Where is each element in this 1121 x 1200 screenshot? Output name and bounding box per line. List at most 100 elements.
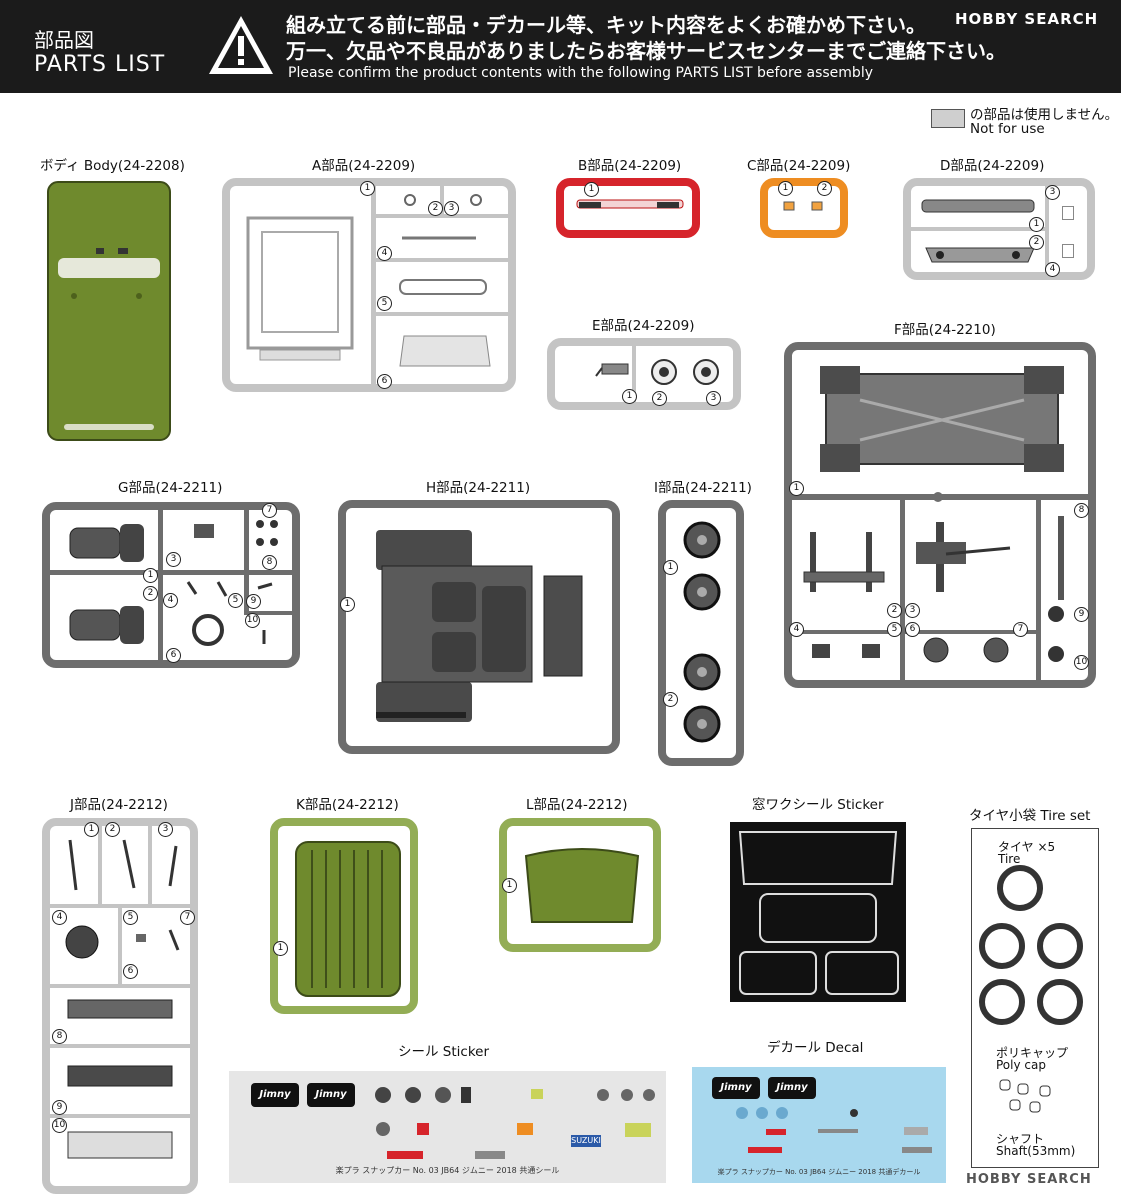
label-g: G部品(24-2211) xyxy=(118,480,223,496)
part-number: 1 xyxy=(340,597,355,612)
runner-a-divider xyxy=(371,184,376,386)
part-number: 6 xyxy=(905,622,920,637)
runner-c xyxy=(760,178,848,238)
label-d: D部品(24-2209) xyxy=(940,158,1045,174)
polycap-icon xyxy=(999,1079,1051,1113)
warning-line-2: 万一、欠品や不良品がありましたらお客様サービスセンターまでご連絡下さい。 xyxy=(286,39,1006,63)
k-roof-panel-part xyxy=(295,841,401,997)
window-frame-sticker xyxy=(730,822,906,1002)
part-number: 2 xyxy=(887,603,902,618)
legend-en: Not for use xyxy=(970,121,1045,137)
watermark: HOBBY SEARCH xyxy=(955,10,1099,28)
legend-jp: の部品は使用しません。 xyxy=(970,107,1119,123)
title-en: PARTS LIST xyxy=(34,52,166,77)
part-number: 2 xyxy=(428,201,443,216)
part-number: 2 xyxy=(105,822,120,837)
part-number: 3 xyxy=(166,552,181,567)
sticker-brand-1: Jimny xyxy=(251,1083,299,1107)
decal-footer: 楽プラ スナップカー No. 03 JB64 ジムニー 2018 共通デカール xyxy=(717,1168,921,1176)
part-number: 5 xyxy=(377,296,392,311)
part-number: 1 xyxy=(622,389,637,404)
i-wheel-parts xyxy=(683,521,721,743)
sticker-brand-2: Jimny xyxy=(307,1083,355,1107)
body-shell-part xyxy=(47,181,171,441)
part-number: 9 xyxy=(246,594,261,609)
part-number: 4 xyxy=(1045,262,1060,277)
decal-brand-2: Jimny xyxy=(768,1077,816,1099)
g-seat-parts xyxy=(69,524,144,644)
sticker-suzuki: SUZUKI xyxy=(571,1135,601,1147)
part-number: 1 xyxy=(360,181,375,196)
d-bumper-parts xyxy=(921,199,1035,263)
tire-jp: タイヤ ×5 xyxy=(998,840,1056,854)
part-number: 9 xyxy=(1074,607,1089,622)
label-i: I部品(24-2211) xyxy=(654,480,752,496)
part-number: 7 xyxy=(262,503,277,518)
e-spare-tire-parts xyxy=(595,359,719,385)
tire-en: Tire xyxy=(998,852,1021,866)
label-decal: デカール Decal xyxy=(767,1040,864,1056)
warning-line-1: 組み立てる前に部品・デカール等、キット内容をよくお確かめ下さい。 xyxy=(286,13,926,37)
g-small-parts xyxy=(186,520,278,646)
label-h: H部品(24-2211) xyxy=(426,480,531,496)
part-number: 7 xyxy=(180,910,195,925)
part-number: 3 xyxy=(1045,185,1060,200)
part-number: 2 xyxy=(652,391,667,406)
a-small-parts xyxy=(399,194,491,367)
part-number: 1 xyxy=(584,182,599,197)
j-small-parts xyxy=(65,839,180,1159)
part-number: 9 xyxy=(52,1100,67,1115)
polycap-jp: ポリキャップ xyxy=(996,1046,1069,1060)
part-number: 2 xyxy=(1029,235,1044,250)
f-suspension-parts xyxy=(803,516,1064,663)
label-c: C部品(24-2209) xyxy=(747,158,851,174)
l-hood-part xyxy=(524,848,640,923)
part-number: 8 xyxy=(52,1029,67,1044)
label-sticker: シール Sticker xyxy=(398,1044,490,1060)
part-number: 1 xyxy=(84,822,99,837)
h-interior-tub-part xyxy=(376,530,583,722)
chassis-part xyxy=(820,366,1064,472)
part-number: 1 xyxy=(273,941,288,956)
tire-bag xyxy=(971,828,1099,1168)
warning-icon xyxy=(209,16,273,74)
tire-icon xyxy=(979,865,1083,1025)
part-number: 1 xyxy=(502,878,517,893)
part-number: 1 xyxy=(1029,217,1044,232)
part-number: 5 xyxy=(228,593,243,608)
polycap-en: Poly cap xyxy=(996,1058,1046,1072)
label-b: B部品(24-2209) xyxy=(578,158,682,174)
part-number: 4 xyxy=(52,910,67,925)
part-number: 2 xyxy=(817,181,832,196)
part-number: 4 xyxy=(377,246,392,261)
header-banner: 部品図 PARTS LIST 組み立てる前に部品・デカール等、キット内容をよくお… xyxy=(0,0,1121,93)
seat-frame-part xyxy=(246,216,354,361)
part-number: 1 xyxy=(663,560,678,575)
label-tire-set: タイヤ小袋 Tire set xyxy=(969,808,1091,824)
label-window-sticker: 窓ワクシール Sticker xyxy=(752,797,884,813)
part-number: 6 xyxy=(377,374,392,389)
label-k: K部品(24-2212) xyxy=(296,797,399,813)
part-number: 5 xyxy=(887,622,902,637)
part-number: 8 xyxy=(1074,503,1089,518)
not-for-use-swatch xyxy=(931,109,965,128)
b-light-bar-part xyxy=(576,199,684,209)
part-number: 1 xyxy=(143,568,158,583)
part-number: 4 xyxy=(163,593,178,608)
label-f: F部品(24-2210) xyxy=(894,322,996,338)
shaft-jp: シャフト xyxy=(996,1132,1045,1146)
part-number: 2 xyxy=(143,586,158,601)
c-indicator-part xyxy=(783,201,823,211)
part-number: 8 xyxy=(262,555,277,570)
part-number: 10 xyxy=(245,613,260,628)
part-number: 1 xyxy=(789,481,804,496)
part-number: 3 xyxy=(444,201,459,216)
part-number: 4 xyxy=(789,622,804,637)
decal-items xyxy=(736,1107,932,1153)
label-l: L部品(24-2212) xyxy=(526,797,628,813)
part-number: 5 xyxy=(123,910,138,925)
label-body: ボディ Body(24-2208) xyxy=(40,158,185,174)
part-number: 10 xyxy=(1074,655,1089,670)
part-number: 6 xyxy=(123,964,138,979)
part-number: 3 xyxy=(158,822,173,837)
